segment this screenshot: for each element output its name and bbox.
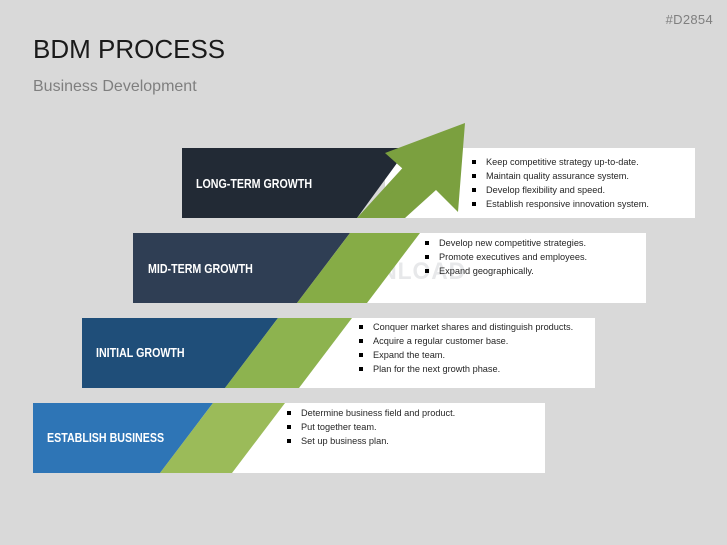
bullet-item: Acquire a regular customer base. [359, 334, 573, 348]
bullet-item: Establish responsive innovation system. [472, 197, 649, 211]
stage-4-block [182, 148, 408, 218]
stage-1-bullets: Determine business field and product. Pu… [287, 406, 455, 448]
bullet-item: Expand geographically. [425, 264, 587, 278]
stage-2-label: INITIAL GROWTH [96, 345, 185, 360]
bullet-item: Plan for the next growth phase. [359, 362, 573, 376]
slide-subtitle: Business Development [33, 78, 197, 95]
bullet-item: Develop new competitive strategies. [425, 236, 587, 250]
bullet-item: Conquer market shares and distinguish pr… [359, 320, 573, 334]
stage-3-bullets: Develop new competitive strategies. Prom… [425, 236, 587, 278]
bullet-item: Promote executives and employees. [425, 250, 587, 264]
bullet-item: Put together team. [287, 420, 455, 434]
arrow-head [357, 123, 465, 218]
bullet-item: Determine business field and product. [287, 406, 455, 420]
bullet-item: Set up business plan. [287, 434, 455, 448]
slide-code: #D2854 [665, 12, 713, 27]
stage-1-arrow-band [160, 403, 285, 473]
stage-2-block [82, 318, 278, 388]
bullet-item: Develop flexibility and speed. [472, 183, 649, 197]
bullet-item: Expand the team. [359, 348, 573, 362]
stage-3-label: MID-TERM GROWTH [148, 261, 253, 276]
stage-2-bullets: Conquer market shares and distinguish pr… [359, 320, 573, 376]
stage-1-block [33, 403, 213, 473]
stage-4-bullets: Keep competitive strategy up-to-date. Ma… [472, 155, 649, 211]
stage-1-label: ESTABLISH BUSINESS [47, 430, 165, 445]
stage-2-arrow-band [225, 318, 352, 388]
stage-3-arrow-band [297, 233, 420, 303]
bullet-item: Maintain quality assurance system. [472, 169, 649, 183]
slide-title: BDM PROCESS [33, 34, 226, 64]
stage-4-label: LONG-TERM GROWTH [196, 176, 313, 191]
bullet-item: Keep competitive strategy up-to-date. [472, 155, 649, 169]
stage-3-block [133, 233, 350, 303]
